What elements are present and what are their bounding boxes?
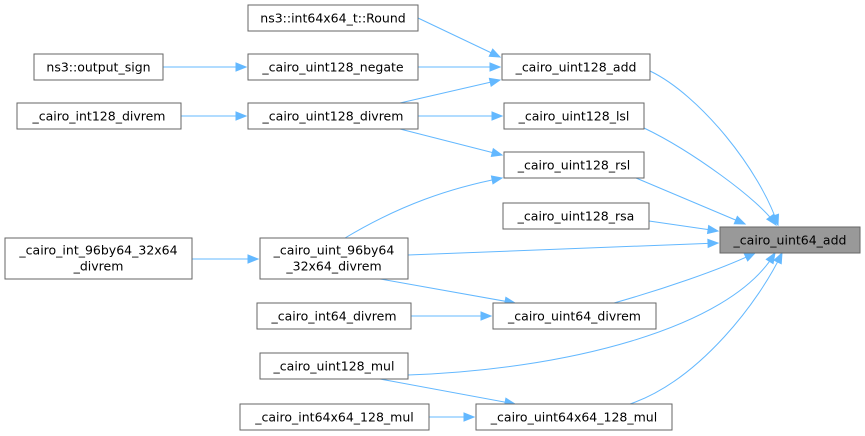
node-label: _cairo_uint128_divrem bbox=[262, 109, 404, 124]
node-label: _cairo_int64x64_128_mul bbox=[254, 410, 413, 425]
edge-uint128-divrem-to-uint128-rsl bbox=[399, 128, 503, 156]
edge-uint-96by64-to-uint64-add bbox=[407, 242, 719, 256]
node-uint128-negate[interactable]: _cairo_uint128_negate bbox=[247, 53, 419, 81]
node-label: _cairo_uint128_lsl bbox=[518, 109, 630, 124]
arrowhead bbox=[247, 254, 260, 264]
arrowhead bbox=[480, 311, 493, 321]
node-label-line1: _cairo_uint_96by64 bbox=[273, 243, 395, 258]
node-label: _cairo_uint64_add bbox=[733, 233, 847, 248]
arrowhead bbox=[463, 412, 476, 422]
node-label-line2: _divrem bbox=[73, 259, 124, 274]
node-label-line2: _32x64_divrem bbox=[285, 259, 381, 274]
node-label: _cairo_uint128_rsl bbox=[517, 158, 630, 173]
arrowhead bbox=[707, 238, 720, 249]
edge-uint-96by64-to-uint128-rsl bbox=[344, 177, 503, 239]
edge-uint128-divrem-to-uint128-add bbox=[399, 79, 501, 104]
node-uint128-mul[interactable]: _cairo_uint128_mul bbox=[259, 352, 409, 380]
node-label: _cairo_int128_divrem bbox=[32, 109, 166, 124]
node-label: _cairo_uint128_negate bbox=[261, 60, 403, 75]
edge-uint128-add-to-uint64-add bbox=[649, 70, 779, 226]
node-int-96by64-32x64-divrem[interactable]: _cairo_int_96by64_32x64 _divrem bbox=[4, 237, 193, 280]
node-uint128-rsa[interactable]: _cairo_uint128_rsa bbox=[502, 202, 650, 230]
node-uint128-divrem[interactable]: _cairo_uint128_divrem bbox=[247, 102, 419, 130]
node-label-line1: _cairo_int_96by64_32x64 bbox=[18, 243, 177, 258]
arrowhead bbox=[706, 224, 720, 235]
node-label: _cairo_uint64x64_128_mul bbox=[490, 410, 657, 425]
node-int64x64-128-mul[interactable]: _cairo_int64x64_128_mul bbox=[239, 403, 430, 431]
node-label: _cairo_uint64_divrem bbox=[507, 309, 641, 324]
node-int64-divrem[interactable]: _cairo_int64_divrem bbox=[256, 302, 412, 330]
edge-uint-96by64-to-uint64-divrem bbox=[379, 278, 516, 304]
node-uint128-rsl[interactable]: _cairo_uint128_rsl bbox=[503, 151, 645, 179]
arrowhead bbox=[773, 251, 783, 265]
arrowhead bbox=[490, 147, 504, 157]
edge-uint64x64-128-mul-to-uint64-add bbox=[629, 252, 783, 405]
node-int128-divrem[interactable]: _cairo_int128_divrem bbox=[16, 102, 182, 130]
arrowhead bbox=[489, 62, 502, 72]
graph-edges bbox=[163, 17, 783, 422]
node-label: _cairo_int64_divrem bbox=[270, 309, 396, 324]
arrowhead bbox=[488, 48, 502, 58]
edge-uint128-rsa-to-uint64-add bbox=[648, 220, 719, 232]
arrowhead bbox=[488, 77, 502, 87]
arrowhead bbox=[490, 175, 504, 185]
arrowhead bbox=[733, 215, 747, 225]
node-label: _cairo_uint128_add bbox=[515, 60, 637, 75]
edge-uint128-lsl-to-uint64-add bbox=[643, 127, 777, 226]
edge-uint64-divrem-to-uint64-add bbox=[613, 252, 756, 304]
edge-round-to-uint128-add bbox=[417, 17, 501, 58]
node-label: ns3::int64x64_t::Round bbox=[260, 11, 405, 26]
node-label: ns3::output_sign bbox=[46, 60, 150, 75]
node-uint64x64-128-mul[interactable]: _cairo_uint64x64_128_mul bbox=[475, 403, 673, 431]
arrowhead bbox=[765, 213, 777, 227]
arrowhead bbox=[743, 252, 757, 262]
node-uint64-divrem[interactable]: _cairo_uint64_divrem bbox=[492, 302, 657, 330]
node-label: _cairo_uint128_mul bbox=[273, 359, 395, 374]
edge-uint128-mul-to-uint64x64-128-mul bbox=[379, 378, 516, 405]
edge-uint128-mul-to-uint64-add bbox=[407, 252, 776, 376]
arrowhead bbox=[235, 111, 248, 121]
arrowhead bbox=[235, 62, 248, 72]
node-uint128-add[interactable]: _cairo_uint128_add bbox=[501, 53, 651, 81]
node-uint-96by64-32x64-divrem[interactable]: _cairo_uint_96by64 _32x64_divrem bbox=[259, 237, 409, 280]
node-output-sign[interactable]: ns3::output_sign bbox=[33, 53, 164, 81]
node-round[interactable]: ns3::int64x64_t::Round bbox=[247, 4, 419, 32]
arrowhead bbox=[765, 251, 776, 265]
edge-uint128-rsl-to-uint64-add bbox=[635, 177, 746, 225]
node-uint128-lsl[interactable]: _cairo_uint128_lsl bbox=[503, 102, 645, 130]
node-label: _cairo_uint128_rsa bbox=[517, 209, 635, 224]
node-uint64-add[interactable]: _cairo_uint64_add bbox=[719, 226, 861, 254]
arrowhead bbox=[491, 111, 504, 121]
